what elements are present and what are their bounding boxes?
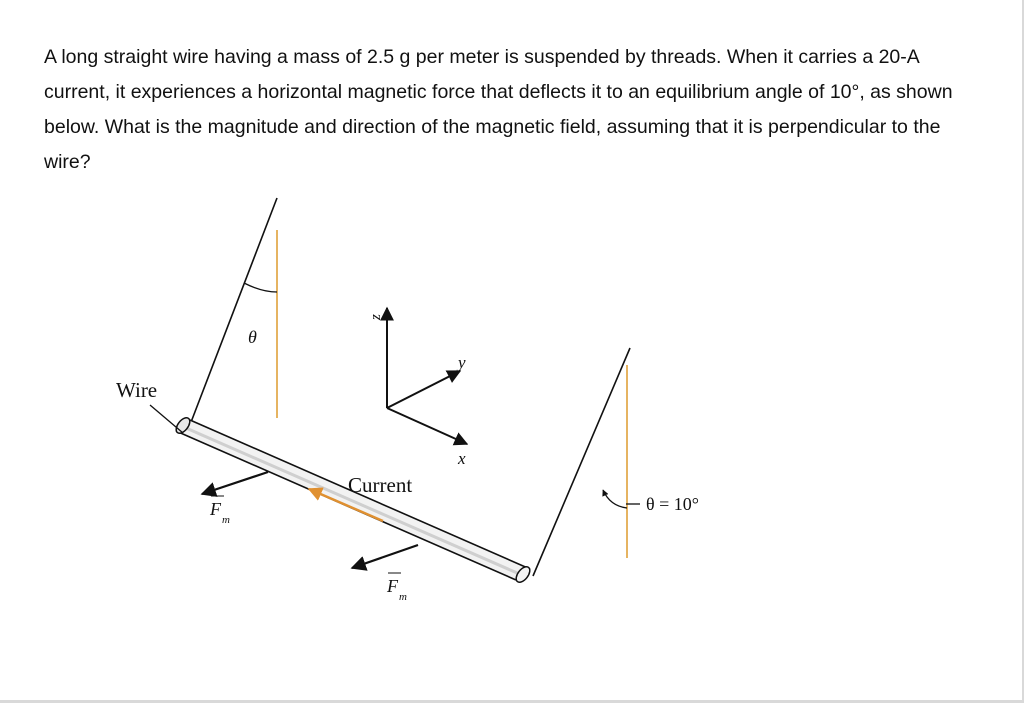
svg-text:m: m (399, 591, 407, 603)
angle-arc-right (602, 489, 628, 509)
force-arrow-right (350, 543, 419, 571)
wire-label-pointer (149, 404, 184, 434)
svg-text:F: F (209, 499, 222, 519)
thread-right (532, 347, 631, 577)
current-arrow (307, 487, 384, 523)
axis-z-label: z (368, 314, 384, 321)
axis-y-line (386, 370, 462, 409)
coordinate-axes: z y x (368, 306, 469, 468)
question-text: A long straight wire having a mass of 2.… (44, 46, 953, 173)
force-arrow-left (200, 470, 269, 497)
svg-text:F: F (386, 576, 399, 596)
theta-symbol-left: θ (248, 327, 257, 347)
force-label-left: F m (209, 495, 230, 526)
thread-left (187, 197, 278, 431)
force-label-right: F m (386, 572, 407, 603)
wire-cylinder (175, 417, 531, 583)
svg-text:m: m (222, 514, 230, 526)
current-label: Current (348, 473, 412, 497)
axis-x-line (386, 407, 469, 446)
axis-x-label: x (457, 449, 466, 468)
theta-value-label: θ = 10° (646, 494, 699, 514)
angle-arc-left (243, 282, 278, 293)
wire-label: Wire (116, 378, 157, 402)
axis-y-label: y (456, 353, 466, 372)
